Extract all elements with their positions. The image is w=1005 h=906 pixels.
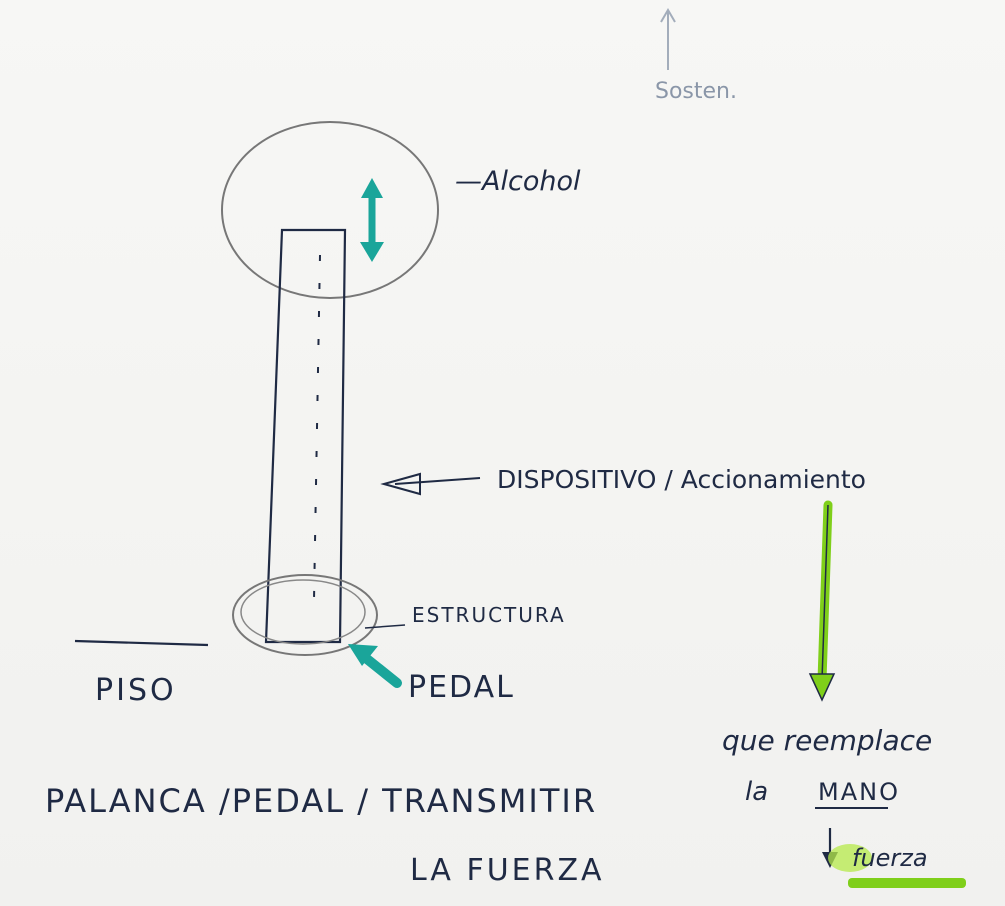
estructura-pointer-line xyxy=(365,625,405,628)
label-la-fuerza: LA FUERZA xyxy=(410,853,605,888)
alcohol-reservoir-circle xyxy=(222,122,438,298)
label-palanca: PALANCA /PEDAL / TRANSMITIR xyxy=(45,782,597,820)
fuerza-highlight-underline xyxy=(848,878,966,888)
label-estructura: ESTRUCTURA xyxy=(412,603,566,627)
label-pedal: PEDAL xyxy=(408,670,515,705)
label-reemplace-2: la xyxy=(745,777,768,807)
dispositivo-pointer-arrow-icon xyxy=(384,474,480,494)
label-mano: MANO xyxy=(818,778,900,806)
teal-double-arrow-icon xyxy=(360,178,384,262)
floor-line xyxy=(75,641,208,645)
label-dispositivo: DISPOSITIVO / Accionamiento xyxy=(497,465,866,494)
label-piso: PISO xyxy=(95,673,177,708)
base-ellipse-inner xyxy=(241,580,365,644)
green-down-arrow-icon xyxy=(810,505,834,700)
label-sosten: Sosten. xyxy=(655,79,737,104)
label-alcohol: —Alcohol xyxy=(455,166,581,197)
tube-center-dashes xyxy=(314,255,320,600)
teal-pedal-arrow-icon xyxy=(348,644,397,683)
label-reemplace-1: que reemplace xyxy=(722,724,932,757)
label-fuerza-small: fuerza xyxy=(852,844,928,872)
